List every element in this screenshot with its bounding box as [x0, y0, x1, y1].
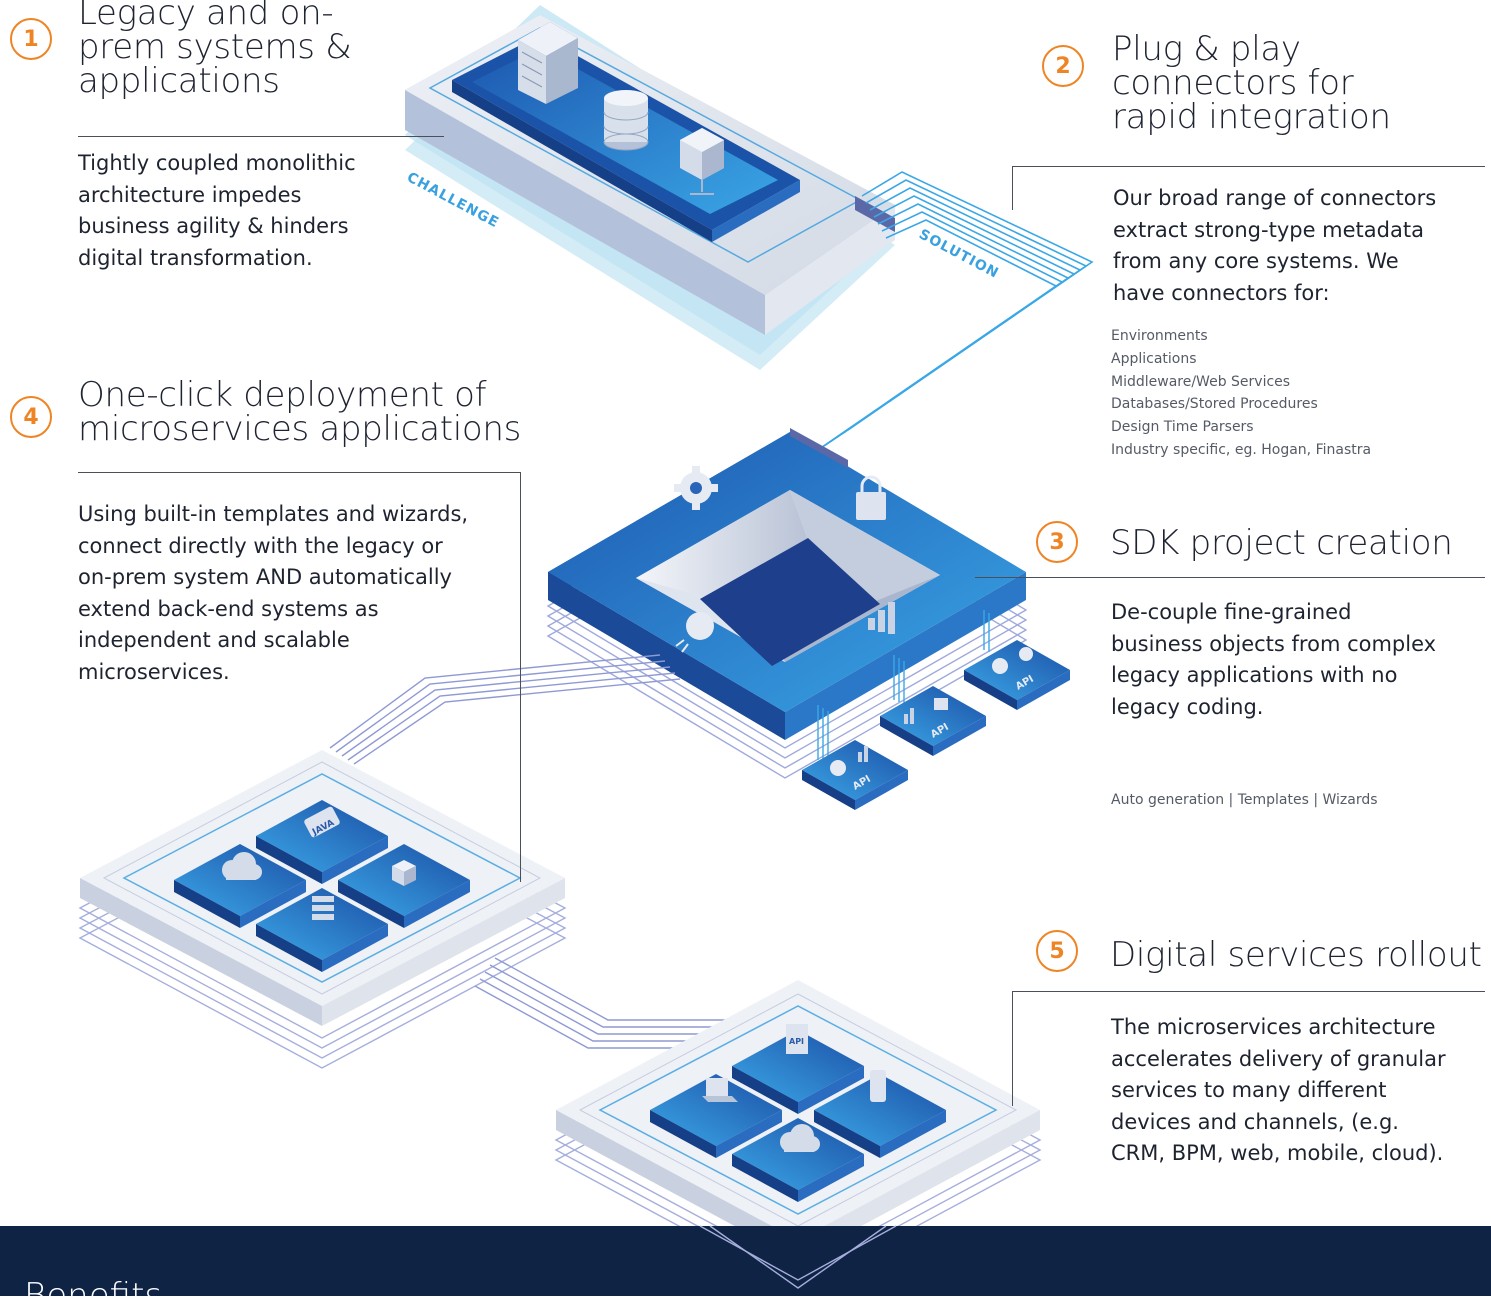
step-4-leader: [520, 472, 521, 882]
step-2-badge: 2: [1042, 45, 1084, 87]
sdk-features: Auto generation | Templates | Wizards: [1111, 791, 1378, 808]
microservices-block: JAVA: [78, 750, 567, 1069]
lock-icon: [856, 475, 886, 520]
step-4-description: Using built-in templates and wizards,con…: [78, 502, 469, 684]
step-3-rule: [975, 577, 1485, 578]
database-icon: [603, 90, 649, 151]
api-tile-2: API: [880, 686, 986, 756]
gear-icon: [674, 466, 718, 510]
solution-label: SOLUTION: [916, 226, 1001, 282]
package-icon: [392, 860, 416, 886]
step-2-rule: [1012, 166, 1485, 167]
step-2-leader: [1012, 166, 1013, 210]
legacy-block: CHALLENGE SOLUTION: [404, 5, 1001, 370]
cloud-icon: [780, 1124, 820, 1152]
benefits-footer: [0, 1226, 1491, 1296]
step-5-badge: 5: [1036, 930, 1078, 972]
server-tile: [256, 888, 388, 972]
cloud-tile: [174, 844, 306, 928]
step-3-badge: 3: [1036, 521, 1078, 563]
laptop-tile: [650, 1074, 782, 1158]
step-4-rule: [78, 472, 521, 473]
step-1-rule: [78, 136, 444, 137]
server-tower-icon: [518, 22, 578, 104]
connector-cables: [811, 171, 1094, 455]
cloud-tile-2: [732, 1118, 864, 1202]
step-5-leader: [1012, 991, 1013, 1106]
api-doc-tile: API: [732, 1024, 864, 1114]
mobile-icon: [870, 1070, 886, 1102]
step-1-title: Legacy and on-prem systems &applications: [78, 0, 352, 101]
server-rack-icon: [680, 128, 724, 195]
benefits-title: Benefits: [24, 1276, 163, 1316]
java-tile: JAVA: [256, 800, 388, 884]
sdk-block: [546, 428, 1028, 779]
mobile-tile: [814, 1070, 946, 1158]
step-4-badge: 4: [10, 396, 52, 438]
laptop-icon: [702, 1078, 738, 1102]
step-1-badge: 1: [10, 18, 52, 60]
api-tile-1: API: [802, 740, 908, 810]
api-doc-label: API: [789, 1037, 804, 1046]
cloud-icon: [222, 852, 262, 880]
rocket-icon: [675, 612, 714, 653]
step-5-title: Digital services rollout: [1110, 935, 1482, 975]
step-3-title: SDK project creation: [1110, 523, 1453, 563]
bar-chart-icon: [868, 602, 895, 634]
step-5-rule: [1012, 991, 1485, 992]
api-tile-3: API: [964, 640, 1070, 710]
package-tile: [338, 844, 470, 928]
server-stack-icon: [312, 896, 334, 920]
digital-services-block: API: [554, 980, 1042, 1291]
